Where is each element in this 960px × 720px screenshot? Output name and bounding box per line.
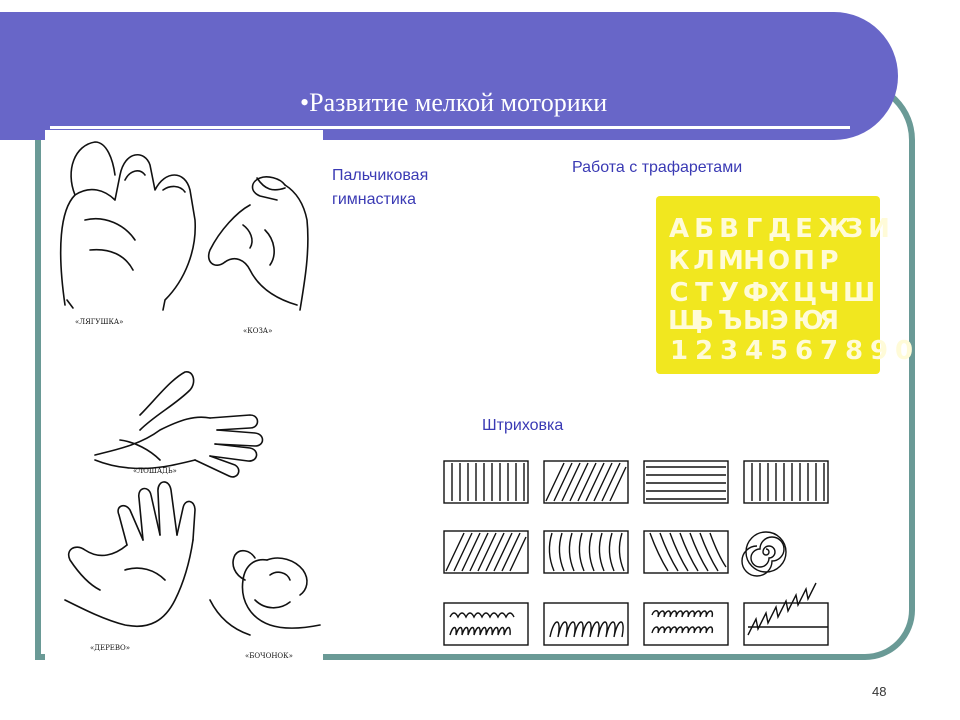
stencil-char: Ч xyxy=(818,278,840,308)
hatch-curved-vertical xyxy=(543,530,629,574)
hatch-horizontal-arrows xyxy=(643,460,729,504)
stencil-char: Т xyxy=(695,278,713,308)
svg-text:«ДЕРЕВО»: «ДЕРЕВО» xyxy=(90,644,130,652)
stencil-char: 1 xyxy=(669,336,689,366)
stencil-char: Н xyxy=(743,246,765,276)
header-divider xyxy=(50,126,850,129)
stencil-char: Л xyxy=(693,246,715,276)
goat-caption: «КОЗА» xyxy=(243,327,272,335)
stencil-char: У xyxy=(718,278,740,308)
stencil-char: Х xyxy=(768,278,790,308)
stencil-char: К xyxy=(668,246,690,276)
finger-gymnastics-label: Пальчиковая гимнастика xyxy=(332,164,428,212)
tree-hand-illustration xyxy=(64,481,196,627)
page-number: 48 xyxy=(872,684,887,699)
svg-text:«ЛЯГУШКА»: «ЛЯГУШКА» xyxy=(75,318,123,326)
frog-hand-illustration xyxy=(59,141,196,311)
hatch-vertical-arrows-up xyxy=(743,460,829,504)
hatch-vertical-arrows-down xyxy=(443,460,529,504)
stencil-char: З xyxy=(844,214,864,244)
horse-caption: «ЛОШАДЬ» xyxy=(133,467,177,475)
stencil-char: 4 xyxy=(744,336,764,366)
stencil-char: 7 xyxy=(819,336,839,366)
spiral-icon xyxy=(741,531,787,577)
hatch-diagonal-2 xyxy=(443,530,529,574)
tree-caption: «ДЕРЕВО» xyxy=(90,644,130,652)
stencil-char: О xyxy=(768,246,791,276)
horse-hand-illustration xyxy=(94,371,264,478)
barrel-hand-illustration xyxy=(209,549,321,636)
stencil-char: Я xyxy=(818,306,840,336)
goat-hand-illustration xyxy=(207,176,309,311)
stencil-char: П xyxy=(793,246,815,276)
stencil-char: Е xyxy=(795,214,813,244)
stencil-char: Ц xyxy=(793,278,818,308)
stencil-char: 3 xyxy=(719,336,739,366)
stencil-char: Ш xyxy=(843,278,876,308)
stencil-char: Б xyxy=(694,214,714,244)
hatch-double-loops xyxy=(643,602,729,646)
stencils-label: Работа с трафаретами xyxy=(572,159,743,176)
svg-text:«БОЧОНОК»: «БОЧОНОК» xyxy=(245,652,293,660)
stencil-char: Ы xyxy=(743,306,770,336)
svg-text:«КОЗА»: «КОЗА» xyxy=(243,327,272,335)
hatch-curved-diagonal xyxy=(643,530,729,574)
finger-gymnastics-label-line1: Пальчиковая xyxy=(332,167,429,184)
stencil-char: Ф xyxy=(743,278,769,308)
stencil-char: 9 xyxy=(869,336,889,366)
stencil-char: 5 xyxy=(769,336,789,366)
hatch-loops xyxy=(543,602,629,646)
hatch-zigzag xyxy=(743,582,829,646)
hatch-loops-and-waves xyxy=(443,602,529,646)
stencil-char: Щ xyxy=(668,306,703,336)
stencil-char: Р xyxy=(819,246,839,276)
stencil-char: Г xyxy=(745,214,763,244)
frog-caption: «ЛЯГУШКА» xyxy=(75,318,123,326)
stencil-char: И xyxy=(868,214,890,244)
svg-text:«ЛОШАДЬ»: «ЛОШАДЬ» xyxy=(133,467,177,475)
finger-gymnastics-label-line2: гимнастика xyxy=(332,191,417,208)
barrel-caption: «БОЧОНОК» xyxy=(245,652,293,660)
slide-title: •Развитие мелкой моторики xyxy=(300,88,608,117)
stencil-char: А xyxy=(668,214,690,244)
hatch-diagonal xyxy=(543,460,629,504)
stencil-char: В xyxy=(719,214,739,244)
stencil-char: 6 xyxy=(794,336,814,366)
stencil-char: 0 xyxy=(894,336,914,366)
stencil-char: Д xyxy=(768,214,792,244)
stencil-char: Ж xyxy=(818,214,850,244)
hatching-label: Штриховка xyxy=(482,417,564,434)
stencil-char: Ь xyxy=(694,306,714,336)
stencil-char: Ъ xyxy=(718,306,743,336)
finger-exercises-panel: «ЛЯГУШКА» «КОЗА» xyxy=(45,130,323,665)
stencil-char: Ю xyxy=(793,306,824,336)
hatching-exercises xyxy=(443,460,829,646)
stencil-char: М xyxy=(718,246,744,276)
header-band xyxy=(0,12,898,140)
stencil-char: С xyxy=(669,278,689,308)
stencil-char: Э xyxy=(769,306,789,336)
stencil-char: 8 xyxy=(844,336,864,366)
stencil-char: 2 xyxy=(694,336,714,366)
